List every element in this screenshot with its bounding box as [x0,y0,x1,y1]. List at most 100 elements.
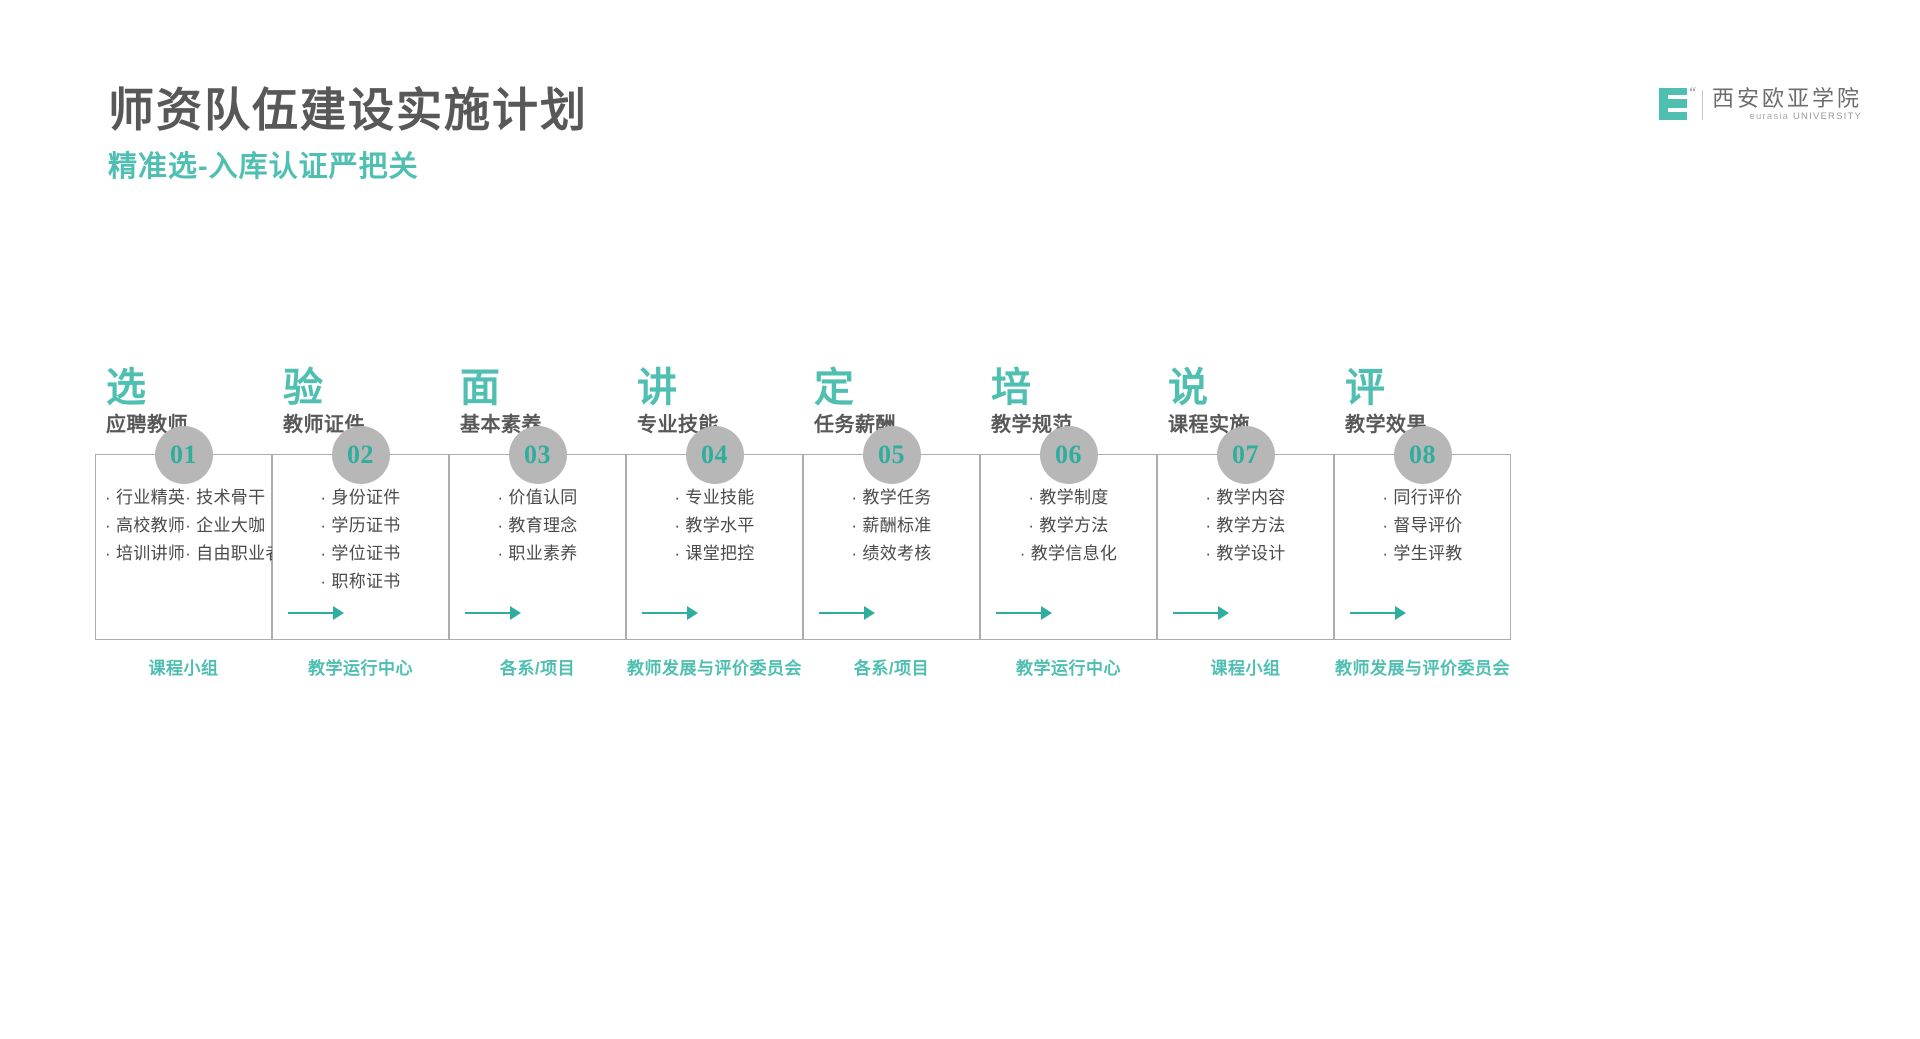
step-owner-label: 课程小组 [148,659,219,678]
step-number: 03 [524,440,551,469]
step-card[interactable]: 07 教学内容教学方法教学设计 [1157,426,1334,640]
step-bullet-item: 教学方法 [1205,517,1285,534]
step-number-badge: 04 [685,426,744,484]
process-step: 面基本素养03价值认同教育理念职业素养各系/项目 [449,366,698,679]
step-bullet-item: 学历证书 [320,517,400,534]
step-bullet-item: 职业素养 [497,545,577,562]
step-bullet-item: 同行评价 [1382,489,1462,506]
step-owner-label: 各系/项目 [499,659,576,678]
step-number: 06 [1055,440,1082,469]
step-bullet-item: 企业大咖 [185,517,282,534]
step-card-wrapper: 07 教学内容教学方法教学设计 [1157,426,1406,640]
step-bullet-item: 高校教师 [105,517,185,534]
step-number-badge: 07 [1216,426,1275,484]
step-bullet-item: 价值认同 [497,489,577,506]
step-number-badge: 08 [1393,426,1452,484]
process-step: 选应聘教师01行业精英技术骨干高校教师企业大咖培训讲师自由职业者课程小组 [95,366,344,679]
step-number-badge: 02 [331,426,390,484]
process-step: 评教学效果08同行评价督导评价学生评教教师发展与评价委员会 [1334,368,1511,679]
step-number: 07 [1232,440,1259,469]
step-card-wrapper: 08 同行评价督导评价学生评教 [1334,426,1511,640]
step-owner-label: 各系/项目 [853,659,930,678]
logo-name-en: eurasia UNIVERSITY [1712,111,1862,122]
process-flow: 选应聘教师01行业精英技术骨干高校教师企业大咖培训讲师自由职业者课程小组验教师证… [95,368,1837,743]
step-card[interactable]: 05教学任务薪酬标准绩效考核 [803,426,980,640]
step-bullet-item: 身份证件 [320,489,400,506]
step-bullet-item: 学位证书 [320,545,400,562]
logo-divider [1701,90,1703,120]
step-card[interactable]: 04专业技能教学水平课堂把控 [626,426,803,640]
step-keyword: 选 [106,366,147,410]
step-keyword: 说 [1168,366,1209,410]
step-keyword: 培 [991,366,1032,410]
step-card[interactable]: 06 教学制度教学方法教学信息化 [980,426,1157,640]
step-card-wrapper: 04专业技能教学水平课堂把控 [626,426,875,640]
step-bullet-item: 课堂把控 [674,545,754,562]
step-number-badge: 05 [862,426,921,484]
step-number: 08 [1409,440,1436,469]
step-bullet-list: 价值认同教育理念职业素养 [450,489,625,562]
step-bullet-item: 教育理念 [497,517,577,534]
eurasia-e-mark-icon: “ [1658,86,1696,122]
step-bullet-list: 教学任务薪酬标准绩效考核 [804,489,979,562]
step-bullet-item: 行业精英 [105,489,185,506]
step-bullet-list: 教学内容教学方法教学设计 [1158,489,1333,562]
step-owner-label: 教师发展与评价委员会 [1335,659,1510,678]
page-title: 师资队伍建设实施计划 [108,84,588,136]
step-number-badge: 06 [1039,426,1098,484]
university-logo: “ 西安欧亚学院 eurasia UNIVERSITY [1658,84,1862,126]
step-owner-label: 教学运行中心 [308,659,413,678]
step-bullet-list: 教学制度教学方法教学信息化 [981,489,1156,562]
step-bullet-item: 培训讲师 [105,545,185,562]
step-bullet-item: 学生评教 [1382,545,1462,562]
step-bullet-list: 同行评价督导评价学生评教 [1335,489,1510,562]
logo-name-en-suffix: UNIVERSITY [1792,111,1862,123]
step-bullet-list: 专业技能教学水平课堂把控 [627,489,802,562]
step-bullet-item: 督导评价 [1382,517,1462,534]
step-number: 01 [170,440,197,469]
step-keyword: 面 [460,366,501,410]
step-number: 02 [347,440,374,469]
step-bullet-item: 自由职业者 [185,545,282,562]
page-subtitle: 精准选-入库认证严把关 [108,150,419,183]
step-card[interactable]: 02 身份证件学历证书学位证书职称证书 [272,426,449,640]
step-number-badge: 03 [508,426,567,484]
step-card-wrapper: 06 教学制度教学方法教学信息化 [980,426,1229,640]
step-card[interactable]: 01 行业精英技术骨干高校教师企业大咖培训讲师自由职业者 [95,426,282,640]
step-card-wrapper: 02 身份证件学历证书学位证书职称证书 [272,426,521,640]
step-bullet-item: 教学水平 [674,517,754,534]
step-owner-label: 教学运行中心 [1016,659,1121,678]
step-number-badge: 01 [154,426,213,484]
step-connector-arrow-icon [1157,606,1229,620]
step-card[interactable]: 08 同行评价督导评价学生评教 [1334,426,1511,640]
step-card-wrapper: 05教学任务薪酬标准绩效考核 [803,426,1052,640]
step-bullet-item: 专业技能 [674,489,754,506]
logo-text-block: 西安欧亚学院 eurasia UNIVERSITY [1712,87,1862,122]
step-connector-arrow-icon [626,606,698,620]
step-bullet-item: 教学设计 [1205,545,1285,562]
step-bullet-list: 行业精英技术骨干高校教师企业大咖培训讲师自由职业者 [96,489,282,562]
step-connector-arrow-icon [803,606,875,620]
step-bullet-item: 教学内容 [1205,489,1285,506]
step-keyword: 评 [1345,366,1386,410]
process-step: 定任务薪酬05教学任务薪酬标准绩效考核各系/项目 [803,368,1052,679]
step-connector-arrow-icon [449,606,521,620]
step-keyword: 讲 [637,366,678,410]
step-bullet-list: 身份证件学历证书学位证书职称证书 [273,489,448,590]
step-bullet-item: 教学信息化 [1020,545,1117,562]
slide-header: 师资队伍建设实施计划 精准选-入库认证严把关 [108,84,588,185]
process-step: 培教学规范06教学制度教学方法教学信息化教学运行中心 [980,366,1229,679]
process-step: 验教师证件02身份证件学历证书学位证书职称证书教学运行中心 [272,366,521,679]
step-connector-arrow-icon [272,606,344,620]
step-bullet-item: 教学任务 [851,489,931,506]
step-card-wrapper: 01 行业精英技术骨干高校教师企业大咖培训讲师自由职业者 [95,426,344,640]
step-card[interactable]: 03 价值认同教育理念职业素养 [449,426,626,640]
step-owner-label: 课程小组 [1210,659,1281,678]
step-owner-label: 教师发展与评价委员会 [627,659,802,678]
step-bullet-item: 薪酬标准 [851,517,931,534]
step-connector-arrow-icon [980,606,1052,620]
step-bullet-item: 职称证书 [320,573,400,590]
logo-name-en-brand: eurasia [1749,111,1790,123]
step-keyword: 验 [283,366,324,410]
step-bullet-item: 技术骨干 [185,489,282,506]
